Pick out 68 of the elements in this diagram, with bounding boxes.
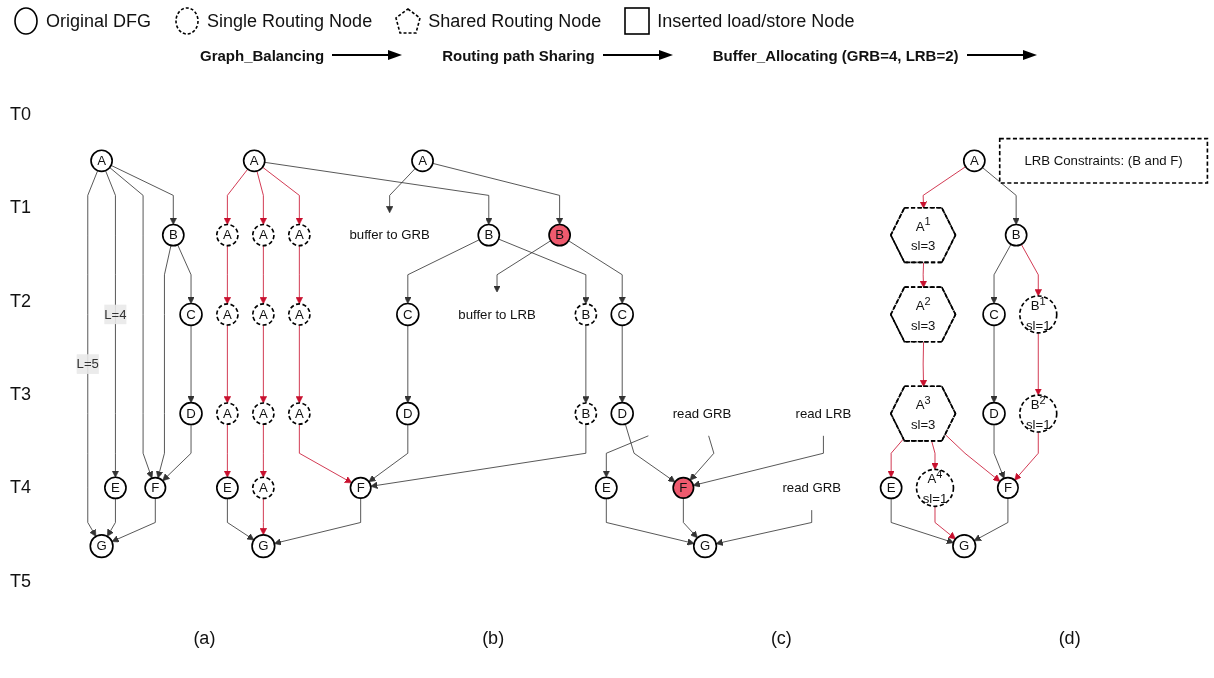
node-circle: E <box>104 476 127 500</box>
node-circle: C <box>982 302 1006 327</box>
node-circle: A <box>251 303 275 326</box>
node-circle: B <box>1004 223 1028 247</box>
panel-caption: (b) <box>482 628 505 650</box>
step-title: Routing path Sharing <box>442 46 595 64</box>
node-circle: A <box>242 149 266 173</box>
node-text: read GRB <box>782 480 842 495</box>
node-text: buffer to LRB <box>458 307 536 322</box>
legend-text: Shared Routing Node <box>428 10 602 32</box>
node-circle: B <box>161 223 185 247</box>
time-label: T3 <box>10 384 32 406</box>
panel-caption: (a) <box>193 628 216 650</box>
node-circle: A <box>216 223 239 247</box>
node-circle: C <box>396 302 420 327</box>
node-circle: G <box>89 534 114 559</box>
node-circle: D <box>396 401 420 426</box>
node-circle: F <box>349 476 372 499</box>
node-circle: B <box>574 303 598 326</box>
node-circle: B$^{1}$ sl=1 <box>1019 295 1058 334</box>
node-circle: B <box>574 402 598 425</box>
node-circle: D <box>179 401 203 426</box>
node-circle: A <box>251 223 275 247</box>
node-circle: D <box>610 401 634 426</box>
time-label: T4 <box>10 477 32 499</box>
node-box: LRB Constraints: (B and F) <box>998 137 1209 184</box>
node-circle: A <box>90 149 113 173</box>
node-circle: C <box>610 302 634 327</box>
node-circle: A <box>287 303 311 326</box>
node-circle: E <box>216 476 239 500</box>
node-circle: A <box>251 402 275 425</box>
node-circle: A$^{4}$ sl=1 <box>915 468 955 508</box>
step-title: Graph_Balancing <box>200 46 325 64</box>
node-circle: F <box>996 476 1019 499</box>
node-circle: G <box>952 534 977 559</box>
edge-label: L=5 <box>76 356 99 371</box>
node-circle: A <box>962 149 986 173</box>
node-circle: G <box>692 534 718 559</box>
node-circle: A <box>287 223 311 247</box>
time-label: T2 <box>10 290 32 312</box>
legend-text: Single Routing Node <box>207 10 373 32</box>
node-circle: F <box>144 476 167 499</box>
node-circle: B <box>477 223 501 247</box>
node-circle: B <box>548 223 571 247</box>
time-label: T1 <box>10 197 32 219</box>
panel-caption: (d) <box>1058 628 1081 650</box>
panel-caption: (c) <box>770 628 792 650</box>
node-text: buffer to GRB <box>349 227 430 242</box>
node-circle: G <box>251 534 276 559</box>
time-label: T5 <box>10 570 32 592</box>
node-circle: A <box>216 303 239 326</box>
node-circle: B$^{2}$ sl=1 <box>1019 394 1058 433</box>
step-title: Buffer_Allocating (GRB=4, LRB=2) <box>712 46 959 64</box>
node-circle: A <box>251 476 275 500</box>
node-circle: C <box>179 302 203 327</box>
node-text: read LRB <box>795 406 852 421</box>
node-circle: E <box>594 476 618 500</box>
edge-label: L=4 <box>104 307 127 322</box>
node-circle: A <box>216 402 239 425</box>
node-circle: A <box>287 402 311 425</box>
node-circle: E <box>879 476 903 500</box>
legend-text: Inserted load/store Node <box>657 10 855 32</box>
legend-text: Original DFG <box>46 10 152 32</box>
node-circle: A <box>411 149 434 173</box>
node-text: read GRB <box>672 406 732 421</box>
node-circle: D <box>982 401 1006 426</box>
time-label: T0 <box>10 104 32 126</box>
node-circle: F <box>672 476 695 499</box>
